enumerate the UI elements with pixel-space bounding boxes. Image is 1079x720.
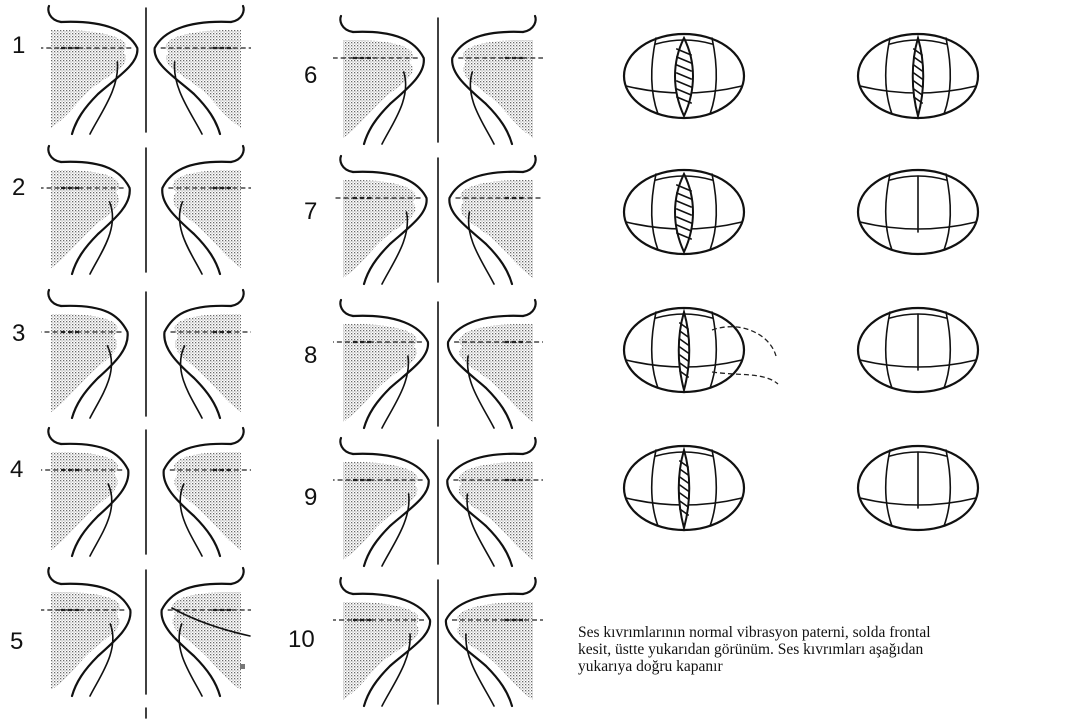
fold-muscle-left (343, 180, 416, 278)
fold-curl-right (231, 146, 244, 162)
frame-label-5: 5 (10, 630, 23, 654)
fold-muscle-right (463, 40, 533, 138)
fold-border-left (652, 174, 658, 250)
frame-label-8: 8 (304, 344, 317, 368)
fold-border-left (652, 38, 658, 114)
top-view-5 (624, 308, 744, 392)
fold-curl-left (340, 16, 353, 32)
frame-label-6: 6 (304, 64, 317, 88)
fold-curl-right (523, 438, 536, 454)
fold-muscle-left (343, 40, 413, 138)
top-view-3 (624, 170, 744, 254)
fold-curl-left (340, 156, 353, 172)
frame-label-9: 9 (304, 486, 317, 510)
frontal-section-1 (41, 6, 251, 134)
fold-curl-right (523, 16, 536, 32)
figure-caption: Ses kıvrımlarının normal vibrasyon pater… (578, 624, 1073, 675)
frontal-section-7 (333, 156, 543, 284)
fold-border-right (710, 312, 716, 388)
top-view-1 (624, 34, 744, 118)
fold-muscle-right (172, 592, 241, 690)
fold-curl-right (523, 300, 536, 316)
fold-curl-right (231, 428, 244, 444)
frame-label-4: 4 (10, 458, 23, 482)
fold-curl-right (231, 290, 244, 306)
frontal-section-6 (333, 16, 543, 144)
top-view-7 (624, 446, 744, 530)
frontal-section-4 (41, 428, 251, 556)
fold-curl-left (340, 578, 353, 594)
top-view-8 (858, 446, 978, 530)
fold-muscle-right (460, 180, 533, 278)
fold-curl-left (48, 568, 61, 584)
fold-curl-right (231, 568, 244, 584)
fold-border-left (886, 174, 892, 250)
fold-muscle-right (173, 170, 241, 268)
top-view-4 (858, 170, 978, 254)
fold-muscle-left (51, 314, 117, 412)
fold-curl-right (523, 156, 536, 172)
caption-line-2: kesit, üstte yukarıdan görünüm. Ses kıvr… (578, 641, 1073, 658)
caption-line-1: Ses kıvrımlarının normal vibrasyon pater… (578, 624, 1073, 641)
frontal-section-9 (333, 438, 543, 566)
frontal-sections (41, 6, 543, 718)
fold-curl-right (523, 578, 536, 594)
fold-muscle-left (51, 452, 118, 550)
fold-border-left (652, 450, 658, 526)
fold-muscle-left (51, 170, 119, 268)
frontal-section-5 (41, 568, 251, 696)
fold-muscle-left (51, 592, 120, 690)
top-views (624, 34, 978, 530)
fold-border-left (886, 38, 892, 114)
top-view-6 (858, 308, 978, 392)
fold-muscle-right (174, 452, 241, 550)
fold-border-left (886, 450, 892, 526)
fold-border-right (944, 38, 950, 114)
fold-curl-left (48, 428, 61, 444)
frame-label-7: 7 (304, 200, 317, 224)
fold-border-right (944, 174, 950, 250)
frame-label-2: 2 (12, 176, 25, 200)
fold-border-right (944, 450, 950, 526)
frame-label-3: 3 (12, 322, 25, 346)
fold-border-right (944, 312, 950, 388)
fold-curl-left (48, 290, 61, 306)
fold-border-left (886, 312, 892, 388)
frontal-section-10 (333, 578, 543, 706)
fold-border-right (710, 38, 716, 114)
fold-curl-left (48, 146, 61, 162)
fold-border-left (652, 312, 658, 388)
top-view-2 (858, 34, 978, 118)
frame-label-1: 1 (12, 34, 25, 58)
caption-line-3: yukarıya doğru kapanır (578, 658, 1073, 675)
fold-border-right (710, 450, 716, 526)
fold-curl-left (340, 300, 353, 316)
fold-muscle-left (343, 324, 417, 422)
frontal-section-3 (41, 290, 251, 418)
speck-mark (240, 664, 245, 669)
fold-curl-left (340, 438, 353, 454)
frontal-section-8 (333, 300, 543, 428)
frame-label-10: 10 (288, 628, 315, 652)
fold-muscle-right (459, 324, 533, 422)
fold-muscle-right (175, 314, 241, 412)
frontal-section-2 (41, 146, 251, 274)
fold-border-right (710, 174, 716, 250)
fold-curl-left (48, 6, 61, 22)
fold-curl-right (231, 6, 244, 22)
